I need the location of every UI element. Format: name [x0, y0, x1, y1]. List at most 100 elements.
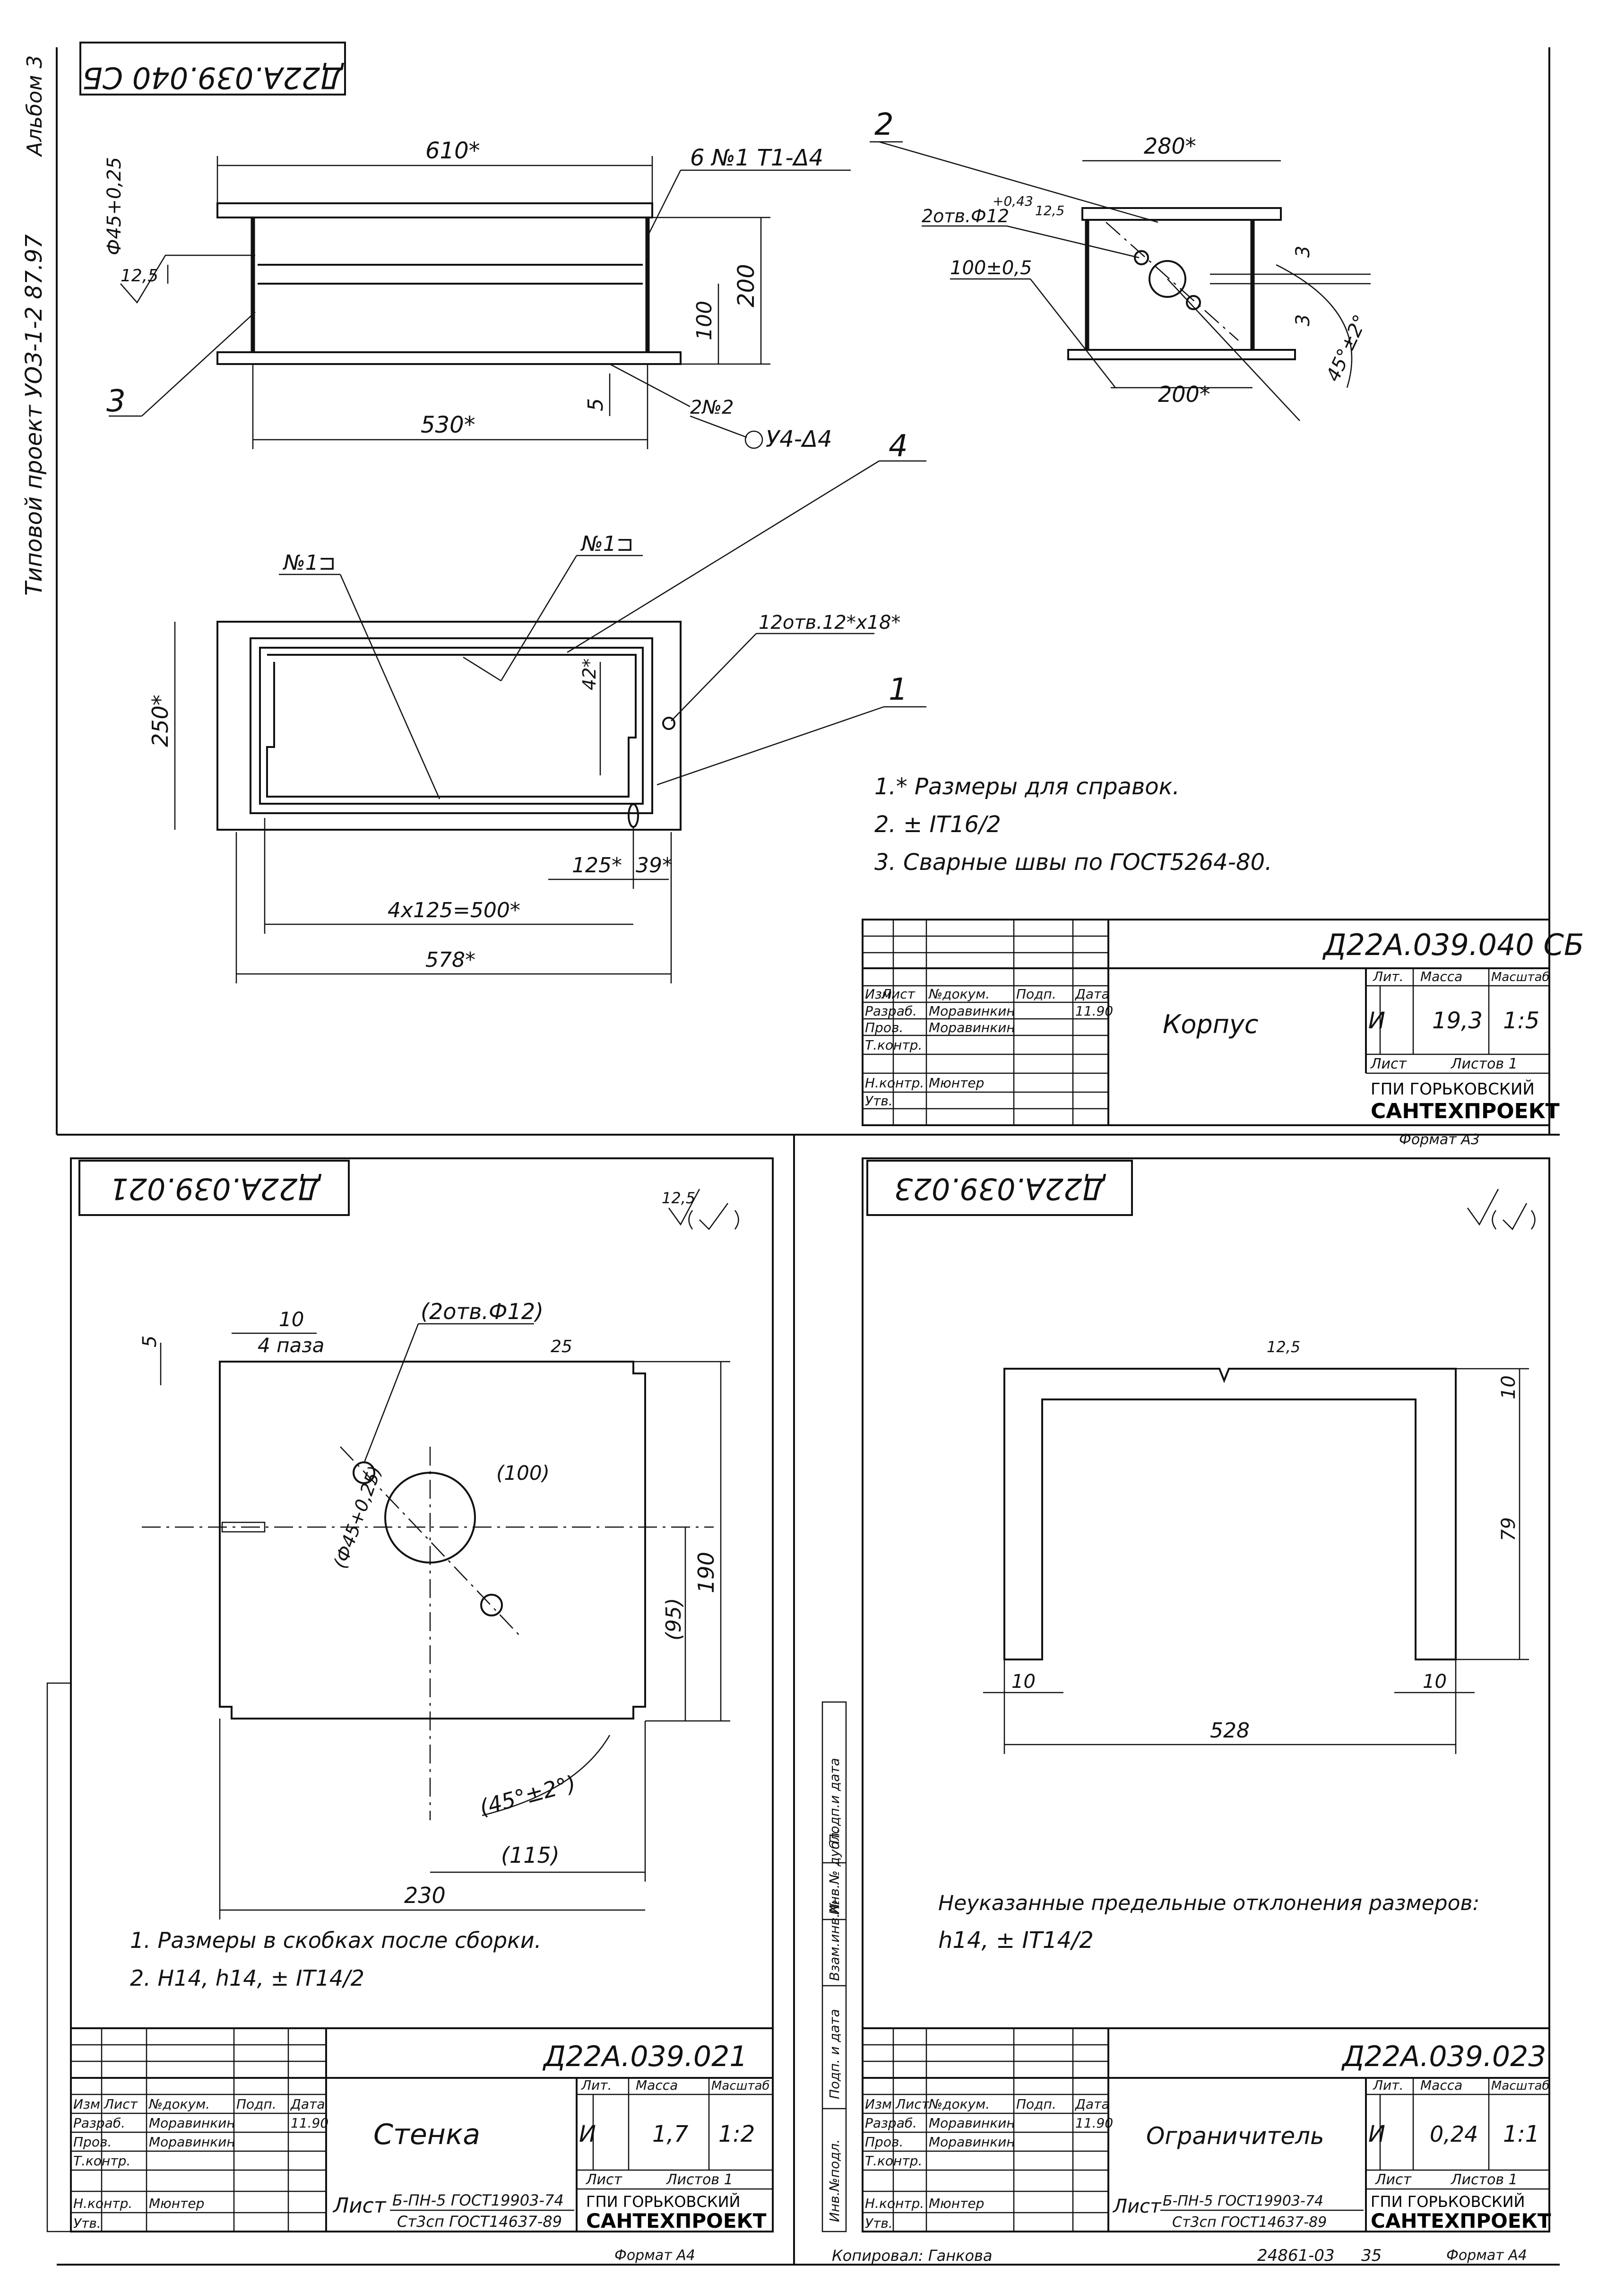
dim-250: 250*	[147, 695, 173, 747]
tb-date: 11.90	[1075, 1003, 1113, 1019]
tb-scale-label: Масштаб	[1491, 970, 1550, 984]
tb-sheets-label: Листов 1	[1451, 1056, 1518, 1072]
right-tb-list-word: Лист	[1112, 2196, 1162, 2217]
tb-lit: И	[1368, 1008, 1385, 1034]
right-tb-format: Формат А4	[1446, 2247, 1527, 2264]
right-tb-role-tkontr: Т.контр.	[865, 2153, 922, 2169]
left-tb-person-prov: Моравинкин	[149, 2134, 235, 2150]
tb-role-prov: Пров.	[865, 1020, 903, 1035]
right-tb-role-utv: Утв.	[865, 2215, 893, 2231]
dim-r-12-5: 12,5	[1035, 203, 1064, 218]
left-tb-scale-label: Масштаб	[711, 2079, 770, 2093]
right-tb-head-izm: Изм	[865, 2096, 892, 2112]
right-tb-material2: Ст3сп ГОСТ14637-89	[1172, 2214, 1327, 2231]
left-tb-scale: 1:2	[718, 2121, 755, 2147]
tb-org2: САНТЕХПРОЕКТ	[1371, 1099, 1560, 1123]
footer-copied: Копировал: Ганкова	[832, 2247, 993, 2265]
sheet-right: Д22А.039.023 12,5 10 79 10 10 528 Неуказ…	[793, 1135, 1551, 2265]
dim-12-5: 12,5	[121, 266, 158, 286]
left-tb-date: 11.90	[291, 2115, 328, 2131]
tb-scale: 1:5	[1503, 1008, 1539, 1034]
tb-head-izm: Изм	[865, 986, 892, 1002]
note-2: 2. ± IT16/2	[874, 811, 1001, 838]
right-tb-code: Д22А.039.023	[1341, 2040, 1546, 2073]
right-tb-mass-label: Масса	[1420, 2077, 1462, 2093]
dim-100-05: 100±0,5	[950, 257, 1032, 279]
footer-page: 35	[1361, 2246, 1382, 2265]
tb-mass-label: Масса	[1420, 969, 1462, 984]
left-dim-100: (100)	[496, 1461, 550, 1485]
right-stamp-code: Д22А.039.023	[894, 1172, 1106, 1206]
right-dim-10a: 10	[1498, 1375, 1520, 1399]
dim-280: 280*	[1144, 133, 1196, 159]
left-tb-role-razrab: Разраб.	[73, 2115, 125, 2131]
album-margin: Типовой проект УОЗ-1-2 87.97 Альбом 3	[21, 47, 58, 1135]
footer-docnum: 24861-03	[1257, 2246, 1335, 2265]
right-dim-79: 79	[1498, 1517, 1520, 1541]
dim-578: 578*	[425, 948, 475, 972]
plan-view: 250* 42* 12отв.12*х18* 125* 39* 4х125=50…	[147, 429, 926, 983]
right-tb-lit-label: Лит.	[1373, 2077, 1403, 2093]
left-tb-code: Д22А.039.021	[542, 2040, 747, 2073]
tb-head-sign: Подп.	[1016, 986, 1056, 1002]
dim-2otv: 2отв.Ф12	[922, 206, 1009, 226]
footer: Копировал: Ганкова 24861-03 35	[57, 2246, 1560, 2266]
weld-label-1: 6 №1 Т1-Δ4	[690, 145, 823, 171]
callout-2: 2	[874, 107, 894, 142]
callout-4: 4	[889, 429, 908, 464]
left-tb-material2: Ст3сп ГОСТ14637-89	[397, 2213, 562, 2231]
tb-format: Формат А3	[1399, 1131, 1480, 1148]
left-tb-head-date: Дата	[290, 2096, 325, 2112]
left-roughness: 12,5	[662, 1189, 695, 1207]
right-note-2: h14, ± IT14/2	[938, 1927, 1094, 1954]
tb-role-nkontr: Н.контр.	[865, 1075, 924, 1091]
right-tb-person-razrab: Моравинкин	[929, 2115, 1015, 2131]
left-dim-230: 230	[404, 1883, 446, 1908]
left-dim-190: 190	[693, 1552, 719, 1593]
a3-title-block: Изм Лист №докум. Подп. Дата Разраб. Мора…	[862, 919, 1584, 1148]
right-dim-528: 528	[1210, 1719, 1250, 1743]
tb-head-date: Дата	[1074, 986, 1110, 1002]
tb-person-prov: Моравинкин	[929, 1020, 1015, 1035]
sheet-left: Д22А.039.021 12,5 10 4 паза 5 (2отв.Ф12)…	[46, 1157, 774, 2264]
tb-lit-label: Лит.	[1373, 969, 1403, 984]
right-side-4: Подп. и дата	[827, 2009, 842, 2099]
left-dim-95: (95)	[662, 1598, 686, 1641]
right-tb-head-list: Лист	[895, 2096, 930, 2112]
dim-610: 610*	[425, 138, 480, 164]
right-tb-person-nkontr: Мюнтер	[929, 2196, 984, 2211]
left-tb-sheets-label: Листов 1	[666, 2171, 733, 2188]
album-label: Альбом 3	[23, 55, 47, 157]
right-dim-10c: 10	[1423, 1671, 1447, 1693]
right-tb-role-prov: Пров.	[865, 2134, 903, 2150]
left-tb-format: Формат А4	[614, 2247, 695, 2264]
left-tb-lit: И	[579, 2121, 596, 2147]
right-tb-sheet-label: Лист	[1375, 2171, 1412, 2188]
project-label: Типовой проект УОЗ-1-2 87.97	[21, 234, 47, 596]
left-stamp-code: Д22А.039.021	[110, 1172, 322, 1206]
tb-role-tkontr: Т.контр.	[865, 1037, 922, 1053]
left-note-2: 2. Н14, h14, ± IT14/2	[130, 1965, 364, 1991]
dim-tol-043: +0,43	[993, 193, 1033, 209]
left-tb-sheet-label: Лист	[586, 2171, 623, 2188]
callout-3: 3	[106, 384, 126, 419]
left-tb-head-list: Лист	[104, 2096, 138, 2112]
right-tb-person-prov: Моравинкин	[929, 2134, 1015, 2150]
left-dim-phi45: (Ф45+0,25)	[329, 1463, 386, 1572]
left-tb-org1: ГПИ ГОРЬКОВСКИЙ	[586, 2193, 740, 2211]
left-tb-org2: САНТЕХПРОЕКТ	[586, 2209, 767, 2232]
left-tb-role-tkontr: Т.контр.	[73, 2153, 130, 2169]
right-r-12-5: 12,5	[1267, 1338, 1300, 1356]
weld-label-2: 2№2	[690, 397, 734, 418]
tb-role-utv: Утв.	[865, 1093, 893, 1109]
right-tb-lit: И	[1368, 2121, 1385, 2147]
left-tb-head-sign: Подп.	[236, 2096, 276, 2112]
left-dim-115: (115)	[501, 1842, 560, 1868]
right-tb-scale-label: Масштаб	[1491, 2079, 1550, 2093]
tb-mass: 19,3	[1432, 1008, 1483, 1034]
left-dim-ang: (45°±2°)	[477, 1771, 579, 1821]
side-view: 280* 200* 2отв.Ф12 +0,43 12,5 100±0,5 3 …	[870, 107, 1372, 421]
note-3: 3. Сварные швы по ГОСТ5264-80.	[874, 849, 1272, 876]
dim-100: 100	[692, 301, 717, 340]
